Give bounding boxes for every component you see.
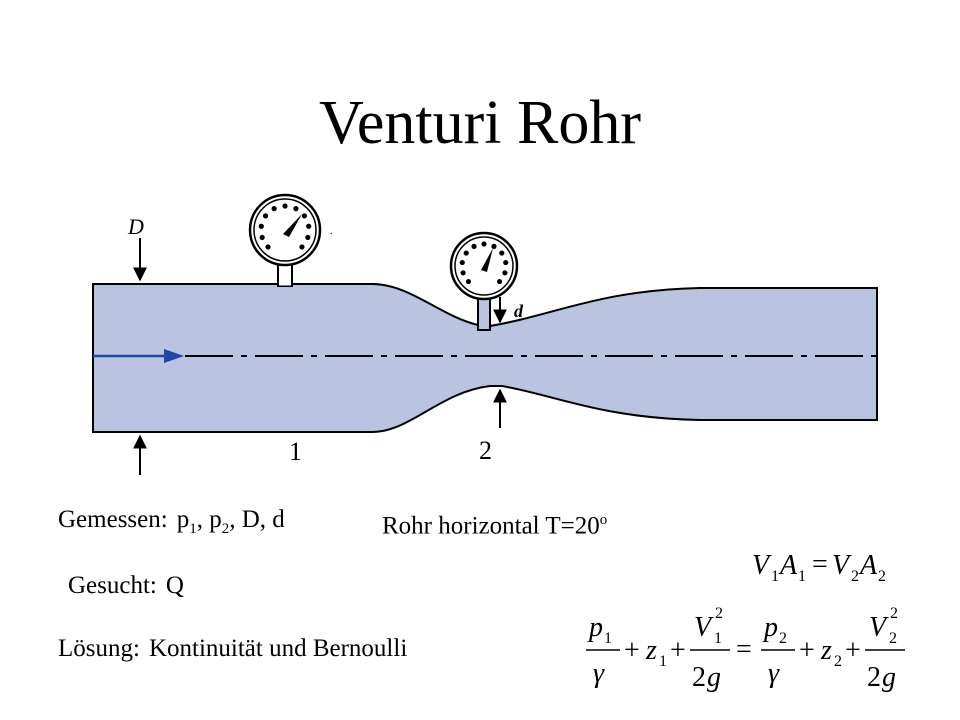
gauge-tick [262, 213, 269, 219]
svg-text:2: 2 [851, 568, 859, 585]
venturi-pipe [92, 283, 878, 433]
svg-text:z: z [645, 635, 657, 666]
gauge-tick [459, 259, 465, 266]
svg-text:V: V [694, 612, 714, 643]
gauge-tick [481, 241, 487, 247]
gauge-tick [259, 234, 265, 241]
gauge-tick [282, 203, 288, 209]
gauge-tick [496, 278, 503, 285]
gauge-tick [299, 244, 305, 250]
given-line: Gemessen:p1, p2, D, d [58, 506, 285, 537]
svg-text:z: z [820, 635, 832, 666]
svg-text:g: g [707, 662, 721, 693]
svg-text:p: p [762, 612, 778, 643]
svg-text:2: 2 [834, 653, 842, 670]
pressure-gauge-2 [449, 231, 519, 331]
gauge-tick [471, 243, 477, 249]
svg-text:2: 2 [889, 630, 897, 647]
solution-label: Lösung: [58, 635, 140, 662]
gauge-tick [301, 213, 308, 219]
svg-text:2: 2 [715, 605, 723, 622]
svg-text:p: p [587, 612, 603, 643]
condition-text: Rohr horizontal T=20o [382, 512, 608, 540]
gauge-tick [491, 243, 497, 249]
gauge-tick [499, 250, 505, 256]
gauge-tick [503, 259, 509, 266]
svg-text:2: 2 [878, 568, 886, 585]
svg-text:+: + [799, 635, 815, 666]
station-2-label: 2 [479, 436, 492, 465]
svg-text:1: 1 [771, 568, 779, 585]
svg-text:+: + [624, 635, 640, 666]
p2-symbol: p2 [209, 506, 230, 537]
svg-text:V: V [832, 550, 852, 581]
gauge-tick [502, 270, 508, 276]
svg-text:+: + [670, 635, 686, 666]
svg-text:2: 2 [692, 662, 706, 693]
gauge-tick [305, 234, 311, 241]
svg-text:1: 1 [659, 653, 667, 670]
gauge-tick [258, 223, 264, 229]
svg-text:1: 1 [604, 630, 612, 647]
sought-line: Gesucht: Q [68, 571, 184, 601]
label-D: D [127, 214, 144, 239]
bernoulli-equation: p 1 γ + z 1 + V 1 2 2 g = p 2 γ + z 2 + … [586, 605, 905, 693]
svg-text:A: A [858, 550, 878, 581]
given-label: Gemessen: [58, 506, 168, 533]
given-rest: , D, d [229, 506, 285, 533]
gauge-tick [306, 223, 312, 229]
svg-text:2: 2 [890, 605, 898, 622]
svg-text:A: A [778, 550, 798, 581]
gauge-tick [463, 250, 469, 256]
flow-arrow [93, 349, 184, 363]
pressure-gauge-1 [248, 193, 322, 287]
sought-value: Q [165, 572, 184, 599]
continuity-equation: V 1 A 1 = V 2 A 2 [752, 549, 886, 585]
svg-text:=: = [812, 549, 828, 580]
svg-text:V: V [869, 612, 889, 643]
svg-text:V: V [752, 550, 772, 581]
gauge-tick [460, 270, 466, 276]
svg-text:.: . [330, 226, 333, 237]
svg-text:γ: γ [768, 658, 780, 689]
label-d: d [514, 301, 524, 321]
solution-line: Lösung: Kontinuität und Bernoulli [58, 634, 407, 664]
gauge-tick [265, 244, 271, 250]
svg-text:γ: γ [593, 658, 605, 689]
svg-text:g: g [882, 662, 896, 693]
page-title: Venturi Rohr [318, 89, 642, 157]
gauge-tick [465, 278, 472, 285]
gauge-tick [271, 206, 277, 212]
sought-label: Gesucht: [68, 572, 157, 599]
solution-text: Kontinuität und Bernoulli [148, 635, 408, 662]
svg-text:+: + [845, 635, 861, 666]
gauge-tick [293, 206, 299, 212]
p1-symbol: p1 [176, 506, 197, 537]
svg-text:=: = [736, 634, 752, 665]
svg-text:2: 2 [867, 662, 881, 693]
svg-text:1: 1 [798, 568, 806, 585]
station-1-label: 1 [289, 437, 302, 466]
svg-text:1: 1 [714, 630, 722, 647]
svg-text:2: 2 [779, 630, 787, 647]
